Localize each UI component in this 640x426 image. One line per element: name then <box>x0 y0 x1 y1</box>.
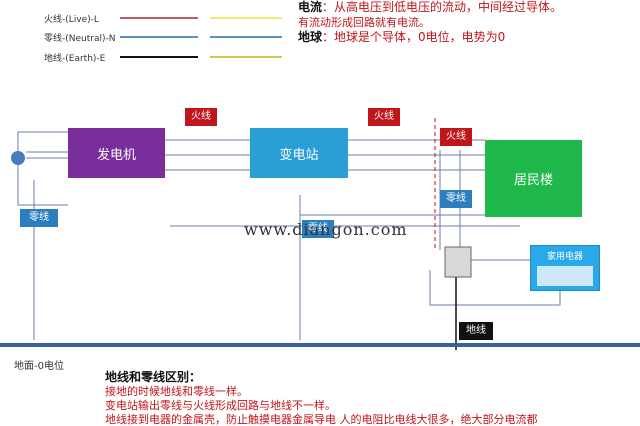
generator-block: 发电机 <box>68 128 165 178</box>
legend-line-neutral-2 <box>210 36 282 38</box>
tag-live-2: 火线 <box>368 108 400 126</box>
current-note-2: 有流动形成回路就有电流。 <box>298 16 430 29</box>
socket <box>444 246 472 278</box>
earth-text: ：地球是个导体，0电位，电势为0 <box>322 30 506 44</box>
legend-line-earth-yellow <box>210 56 282 58</box>
earth-title: 地球 <box>298 30 323 44</box>
tag-neutral-left: 零线 <box>20 209 58 227</box>
bottom-line-3: 地线接到电器的金属壳，防止触摸电器金属导电 人的电阻比电线大很多，绝大部分电流都 <box>105 413 538 426</box>
tag-live-1: 火线 <box>185 108 217 126</box>
current-note: 电流：从高电压到低电压的流动，中间经过导体。 <box>298 1 562 14</box>
current-title: 电流 <box>298 0 323 14</box>
legend-line-live-yellow <box>210 17 282 19</box>
legend-label-earth: 地线-(Earth)-E <box>44 54 106 64</box>
wire-loop-top <box>17 131 68 158</box>
earth-note: 地球：地球是个导体，0电位，电势为0 <box>298 31 505 44</box>
watermark: www.diangon.com <box>244 220 408 239</box>
bottom-line-2: 变电站输出零线与火线形成回路与地线不一样。 <box>105 399 336 412</box>
ground-line <box>0 343 640 347</box>
tag-neutral-right: 零线 <box>440 190 472 208</box>
legend-line-earth <box>120 56 198 58</box>
tag-neutral-mid: 零线 <box>302 220 334 238</box>
wire-loop-bottom <box>17 158 68 206</box>
junction-node <box>11 151 25 165</box>
tag-ground: 地线 <box>459 322 493 340</box>
ground-label: 地面-0电位 <box>14 361 64 372</box>
wire-socket-loop <box>429 270 561 306</box>
legend-line-neutral <box>120 36 198 38</box>
appliance-label: 家用电器 <box>546 252 583 262</box>
legend-label-neutral: 零线-(Neutral)-N <box>44 34 116 44</box>
bottom-line-1: 接地的时候地线和零线一样。 <box>105 385 248 398</box>
legend-line-live <box>120 17 198 19</box>
substation-block: 变电站 <box>250 128 348 178</box>
wires <box>17 131 561 340</box>
appliance-block: 家用电器 <box>530 245 600 291</box>
current-text: ：从高电压到低电压的流动，中间经过导体。 <box>322 0 563 14</box>
tag-live-3: 火线 <box>440 128 472 146</box>
residence-block: 居民楼 <box>485 140 582 217</box>
appliance-panel <box>537 266 593 286</box>
bottom-title: 地线和零线区别： <box>105 370 202 384</box>
legend-label-live: 火线-(Live)-L <box>44 15 99 25</box>
